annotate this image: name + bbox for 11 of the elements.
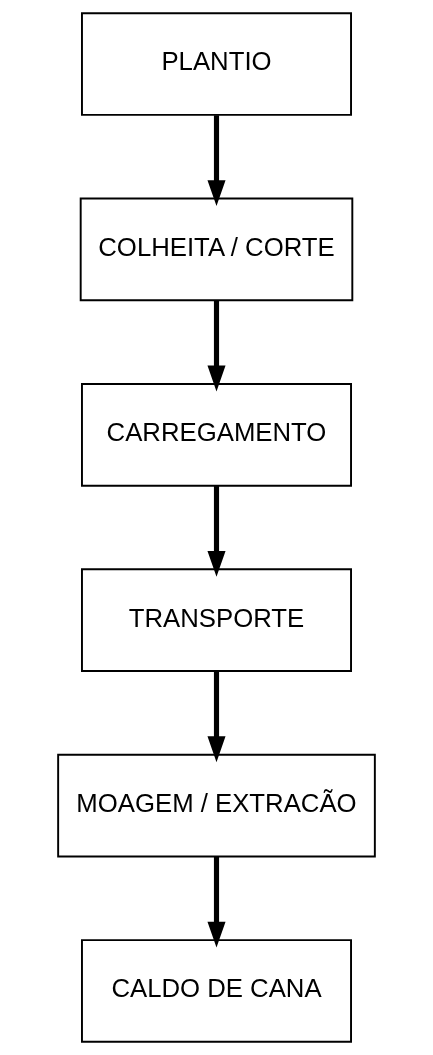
arrow bbox=[207, 856, 226, 948]
arrow bbox=[207, 300, 226, 392]
node-box: COLHEITA / CORTE bbox=[79, 197, 354, 302]
node-box: MOAGEM / EXTRACÃO bbox=[57, 753, 376, 858]
arrow bbox=[207, 486, 226, 577]
arrow bbox=[207, 115, 226, 206]
node-box: CALDO DE CANA bbox=[81, 939, 352, 1043]
node-box: PLANTIO bbox=[81, 12, 352, 116]
node-box: TRANSPORTE bbox=[81, 568, 352, 672]
arrow bbox=[207, 671, 226, 763]
node-box: CARREGAMENTO bbox=[81, 383, 352, 487]
